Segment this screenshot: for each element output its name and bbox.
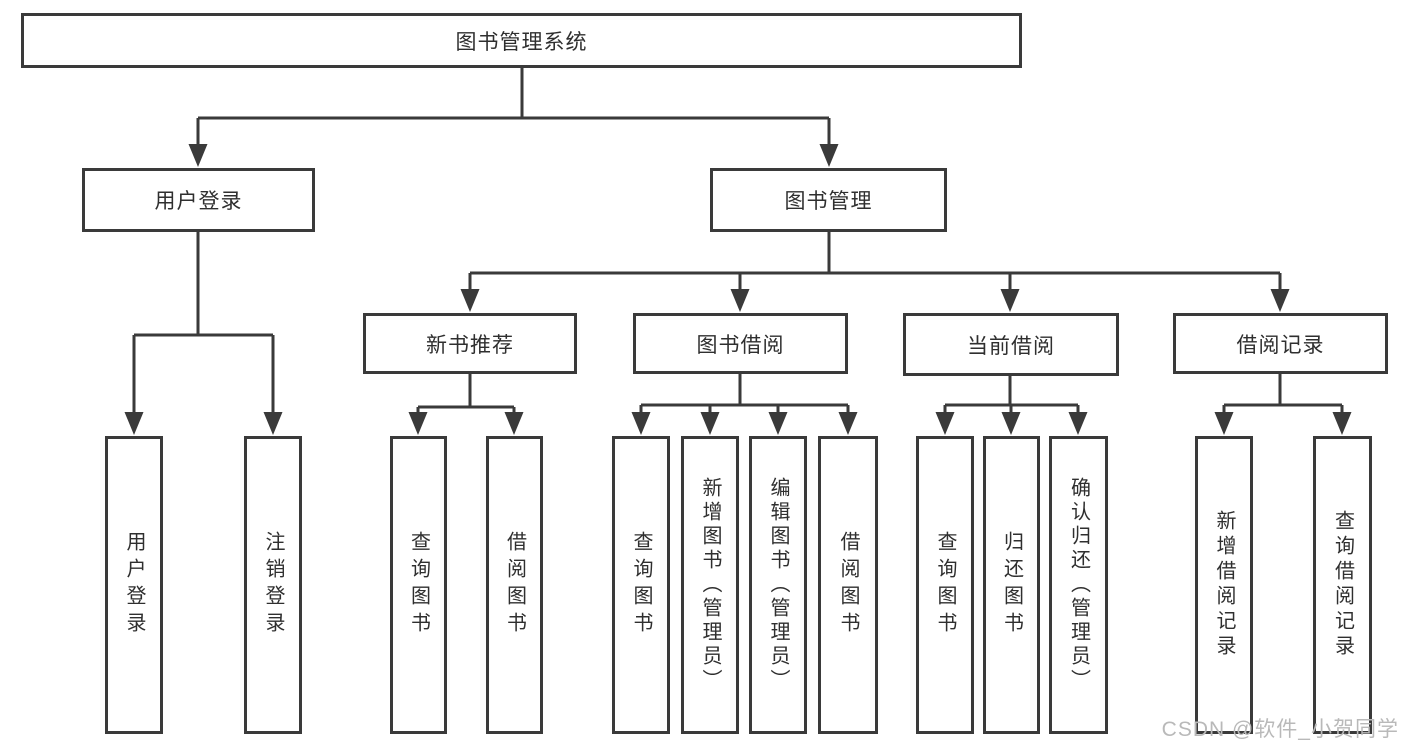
leaf-label: 新增借阅记录 — [1213, 510, 1235, 660]
leaf-label: 编辑图书（管理员） — [767, 477, 789, 693]
node-label: 当前借阅 — [967, 334, 1055, 358]
leaf-label: 查询图书 — [407, 531, 430, 639]
leaf-label: 新增图书（管理员） — [699, 477, 721, 693]
node-label: 图书管理 — [784, 190, 873, 213]
node-label: 用户登录 — [154, 190, 243, 213]
leaf-return-books: 归还图书 — [983, 436, 1040, 734]
leaf-borrow-books: 借阅图书 — [818, 436, 878, 734]
node-book-borrow: 图书借阅 — [633, 313, 848, 374]
leaf-add-borrow-record: 新增借阅记录 — [1195, 436, 1253, 734]
leaf-user-login: 用户登录 — [105, 436, 163, 734]
leaf-label: 借阅图书 — [503, 531, 526, 639]
node-label: 新书推荐 — [426, 333, 514, 357]
node-new-book-recommend: 新书推荐 — [363, 313, 577, 374]
leaf-label: 查询借阅记录 — [1331, 510, 1354, 660]
node-label: 图书借阅 — [696, 333, 785, 357]
leaf-logout: 注销登录 — [244, 436, 302, 734]
csdn-watermark: CSDN @软件_小贺同学 — [1161, 718, 1399, 741]
leaf-query-books: 查询图书 — [612, 436, 670, 734]
node-library-management-system: 图书管理系统 — [21, 13, 1022, 68]
leaf-borrow-books: 借阅图书 — [486, 436, 543, 734]
node-book-management: 图书管理 — [710, 168, 947, 232]
leaf-query-books: 查询图书 — [916, 436, 974, 734]
leaf-query-books: 查询图书 — [390, 436, 447, 734]
leaf-add-books-admin: 新增图书（管理员） — [681, 436, 739, 734]
node-user-login: 用户登录 — [82, 168, 315, 232]
leaf-label: 确认归还（管理员） — [1067, 477, 1090, 693]
leaf-confirm-return-admin: 确认归还（管理员） — [1049, 436, 1108, 734]
leaf-query-borrow-record: 查询借阅记录 — [1313, 436, 1372, 734]
leaf-label: 归还图书 — [1000, 531, 1023, 639]
leaf-label: 借阅图书 — [837, 531, 859, 639]
leaf-label: 注销登录 — [262, 531, 284, 639]
node-current-borrow: 当前借阅 — [903, 313, 1119, 376]
leaf-label: 查询图书 — [934, 531, 956, 639]
leaf-label: 用户登录 — [123, 531, 145, 639]
leaf-edit-books-admin: 编辑图书（管理员） — [749, 436, 807, 734]
node-label: 图书管理系统 — [455, 30, 588, 54]
node-borrow-record: 借阅记录 — [1173, 313, 1388, 374]
node-label: 借阅记录 — [1236, 333, 1325, 357]
leaf-label: 查询图书 — [630, 531, 652, 639]
